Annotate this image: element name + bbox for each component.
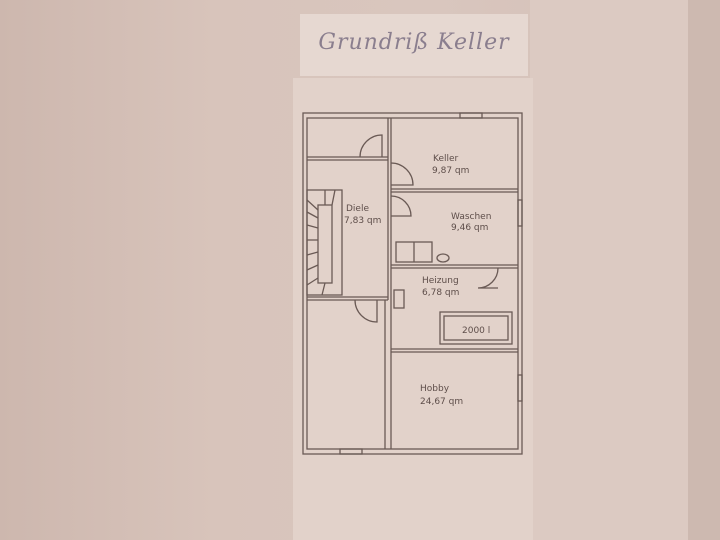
background-edge [688, 0, 720, 540]
door-heizung [477, 267, 499, 289]
outer-wall-inner [306, 117, 519, 450]
staircase [306, 189, 343, 296]
room-area-hobby: 24,67 qm [420, 397, 463, 407]
drain [436, 253, 450, 263]
floor-plan-sheet [293, 78, 533, 540]
window-waschen [517, 199, 523, 227]
background-sheet [530, 0, 690, 540]
room-area-waschen: 9,46 qm [451, 223, 488, 233]
room-name-heizung: Heizung [422, 276, 459, 286]
title-label-paper [300, 14, 528, 76]
room-name-diele: Diele [346, 204, 369, 214]
door-waschen [390, 195, 412, 217]
tank-inner [443, 315, 509, 341]
room-area-heizung: 6,78 qm [422, 288, 459, 298]
door-diele [354, 299, 378, 323]
tank-label: 2000 l [462, 326, 490, 336]
window-south [339, 448, 363, 455]
room-area-diele: 7,83 qm [344, 216, 381, 226]
tank-outline [439, 311, 513, 345]
room-name-hobby: Hobby [420, 384, 450, 394]
room-name-keller: Keller [433, 154, 459, 164]
plan-title: Grundriß Keller [318, 30, 510, 55]
window-hobby [517, 374, 523, 402]
door-hwr [359, 134, 383, 158]
room-name-waschen: Waschen [451, 212, 491, 222]
door-keller [390, 162, 414, 186]
window-north [459, 112, 483, 119]
outer-wall-outer [302, 112, 523, 455]
meter [393, 289, 405, 309]
room-area-keller: 9,87 qm [432, 166, 469, 176]
